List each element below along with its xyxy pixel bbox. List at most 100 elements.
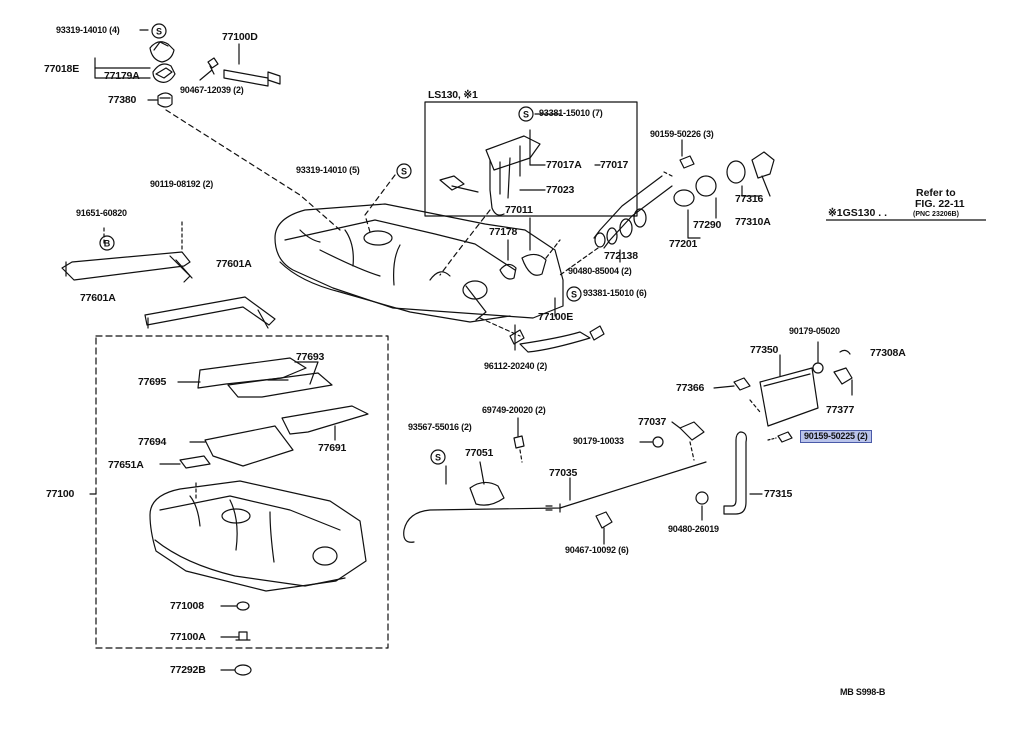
fuel-door-77350 — [759, 367, 819, 427]
part-label-77023[interactable]: 77023 — [546, 184, 575, 196]
part-label-77100[interactable]: 77100 — [46, 488, 75, 500]
part-label-90159-50225-2-highlighted[interactable]: 90159-50225 (2) — [800, 430, 872, 443]
lock-77037 — [679, 421, 705, 441]
part-label-77179A[interactable]: 77179A — [104, 70, 140, 82]
clamp-90467-10092 — [595, 511, 613, 529]
part-label-77601A-right[interactable]: 77601A — [216, 258, 252, 270]
refer-to-line1: Refer to — [916, 187, 956, 199]
part-label-91651-60820[interactable]: 91651-60820 — [76, 208, 127, 218]
tank-strap-left — [61, 251, 193, 283]
part-label-771008[interactable]: 771008 — [170, 600, 204, 612]
part-label-77051[interactable]: 77051 — [465, 447, 494, 459]
part-label-93319-14010-4[interactable]: 93319-14010 (4) — [56, 25, 120, 35]
bolt-90159-50225 — [777, 431, 793, 443]
part-label-77366[interactable]: 77366 — [676, 382, 705, 394]
part-label-77100D[interactable]: 77100D — [222, 31, 258, 43]
part-label-77651A[interactable]: 77651A — [108, 459, 144, 471]
part-label-77693[interactable]: 77693 — [296, 351, 325, 363]
part-label-77017A[interactable]: 77017A — [546, 159, 582, 171]
protector-77695 — [197, 357, 307, 389]
part-label-77017[interactable]: 77017 — [600, 159, 629, 171]
ls130-detail-box — [424, 101, 638, 217]
part-label-77380[interactable]: 77380 — [108, 94, 137, 106]
s-symbol-text-5: S — [435, 453, 441, 463]
part-label-90480-26019[interactable]: 90480-26019 — [668, 524, 719, 534]
vent-valve-group — [149, 41, 281, 108]
part-label-77350[interactable]: 77350 — [750, 344, 779, 356]
part-label-90159-50226-3[interactable]: 90159-50226 (3) — [650, 129, 714, 139]
protector-77693 — [227, 372, 333, 398]
nut-90179-10033 — [652, 436, 664, 448]
hose-77315 — [723, 431, 747, 515]
fuel-pump-tube — [439, 135, 541, 216]
part-label-90179-10033[interactable]: 90179-10033 — [573, 436, 624, 446]
plug-771008 — [236, 601, 250, 611]
bolt-90159 — [679, 155, 695, 169]
b-symbol-text: B — [104, 239, 111, 249]
part-label-69749-20020-2[interactable]: 69749-20020 (2) — [482, 405, 546, 415]
part-label-93567-55016-2[interactable]: 93567-55016 (2) — [408, 422, 472, 432]
part-label-90119-08192-2[interactable]: 90119-08192 (2) — [150, 179, 214, 189]
part-label-77308A[interactable]: 77308A — [870, 347, 906, 359]
ls130-header: LS130, ※1 — [428, 89, 478, 101]
clamp-77178 — [499, 263, 517, 280]
tank-strap-right — [144, 296, 276, 329]
protector-77691 — [281, 405, 369, 435]
s-symbol-5 — [430, 449, 446, 465]
s-symbol-4 — [566, 286, 582, 302]
part-label-77310A[interactable]: 77310A — [735, 216, 771, 228]
part-label-772138[interactable]: 772138 — [604, 250, 638, 262]
part-label-77035[interactable]: 77035 — [549, 467, 578, 479]
filler-pipe — [593, 175, 695, 249]
cable-77035 — [403, 461, 707, 543]
figure-code: MB S998-B — [840, 687, 886, 697]
s-symbol-text-2: S — [401, 167, 407, 177]
s-symbol-1 — [151, 23, 167, 39]
part-label-93381-15010-7[interactable]: 93381-15010 (7) — [539, 108, 603, 118]
s-symbol-text-4: S — [571, 290, 577, 300]
gasket-77290 — [695, 175, 717, 197]
cover-77051 — [469, 481, 505, 506]
part-label-93381-15010-6[interactable]: 93381-15010 (6) — [583, 288, 647, 298]
s-symbol-text-1: S — [156, 27, 162, 37]
refer-to-line2[interactable]: FIG. 22-11 — [915, 198, 965, 210]
plug-77100A — [235, 631, 251, 641]
upper-fuel-tank — [274, 203, 564, 323]
opener-77377 — [833, 367, 853, 385]
clip-69749 — [513, 435, 525, 449]
part-label-77695[interactable]: 77695 — [138, 376, 167, 388]
part-label-90179-05020[interactable]: 90179-05020 — [789, 326, 840, 336]
part-label-77201[interactable]: 77201 — [669, 238, 698, 250]
part-label-77691[interactable]: 77691 — [318, 442, 347, 454]
refer-to-line3: ※1GS130 . . — [828, 207, 887, 219]
part-label-77037[interactable]: 77037 — [638, 416, 667, 428]
part-label-77178[interactable]: 77178 — [489, 226, 518, 238]
s-symbol-text-3: S — [523, 110, 529, 120]
tank-assembly-box — [95, 335, 389, 649]
part-label-90467-10092-6[interactable]: 90467-10092 (6) — [565, 545, 629, 555]
part-label-90480-85004-2[interactable]: 90480-85004 (2) — [568, 266, 632, 276]
plug-77292B — [234, 664, 252, 676]
cap-77310A — [751, 151, 775, 179]
part-label-77011[interactable]: 77011 — [505, 204, 533, 216]
part-label-90467-12039-2[interactable]: 90467-12039 (2) — [180, 85, 244, 95]
part-label-77694[interactable]: 77694 — [138, 436, 167, 448]
hinge-77366 — [733, 377, 751, 391]
s-symbol-2 — [396, 163, 412, 179]
part-label-96112-20240-2[interactable]: 96112-20240 (2) — [484, 361, 548, 371]
hose-77100E — [519, 331, 591, 353]
part-label-77377[interactable]: 77377 — [826, 404, 855, 416]
part-label-77292B[interactable]: 77292B — [170, 664, 206, 676]
part-label-77018E[interactable]: 77018E — [44, 63, 80, 75]
part-label-77601A-left[interactable]: 77601A — [80, 292, 116, 304]
s-symbol-3 — [518, 106, 534, 122]
part-label-77100A[interactable]: 77100A — [170, 631, 206, 643]
part-label-77290[interactable]: 77290 — [693, 219, 722, 231]
part-label-77316[interactable]: 77316 — [735, 193, 764, 205]
pad-77651A — [179, 455, 211, 469]
part-label-77315[interactable]: 77315 — [764, 488, 793, 500]
part-label-93319-14010-5[interactable]: 93319-14010 (5) — [296, 165, 360, 175]
part-label-77100E[interactable]: 77100E — [538, 311, 574, 323]
